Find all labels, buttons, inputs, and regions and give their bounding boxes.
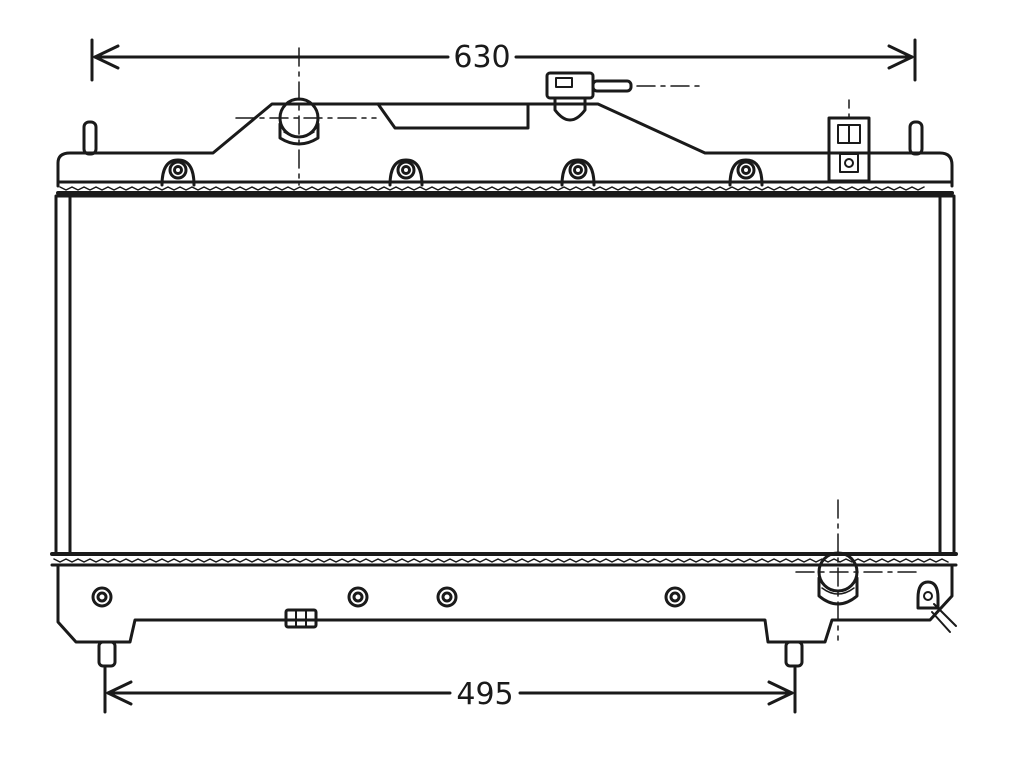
bottom-sensor-plug	[284, 608, 318, 629]
top-bolt-boss	[560, 158, 596, 187]
filler-cap	[545, 71, 595, 100]
bottom-bolt-hole	[436, 586, 458, 608]
top-tank-crimp	[59, 186, 925, 191]
inlet-pipe	[235, 47, 377, 186]
core-outline	[54, 194, 956, 556]
width-dimension-label: 630	[453, 40, 510, 75]
radiator-core	[54, 194, 956, 556]
bottom-tank-crimp	[53, 558, 949, 563]
top-right-mounting-pin	[908, 120, 924, 156]
top-tank-inner-ridge	[376, 102, 530, 130]
top-bolt-boss	[728, 158, 764, 187]
top-tank	[56, 102, 954, 195]
bottom-dimension	[103, 666, 797, 714]
outlet-pipe	[795, 499, 919, 641]
filler-neck-base	[553, 96, 587, 122]
top-dimension	[90, 38, 917, 82]
top-left-mounting-pin	[82, 120, 98, 156]
bottom-tank	[50, 552, 958, 668]
top-dimension-right-arrow	[887, 44, 914, 70]
overflow-nipple	[591, 79, 633, 93]
top-dimension-left-arrow	[93, 44, 120, 70]
drain-valve	[916, 580, 957, 633]
bottom-right-mounting-pin	[784, 640, 804, 668]
bottom-left-mounting-pin	[97, 640, 117, 668]
bottom-bolt-hole	[91, 586, 113, 608]
bottom-dimension-right-arrow	[767, 680, 794, 706]
top-bolt-boss	[160, 158, 196, 187]
bottom-dimension-left-arrow	[106, 680, 133, 706]
top-tank-outline	[56, 102, 954, 188]
sensor-bracket	[827, 99, 871, 183]
bottom-bolt-hole	[347, 586, 369, 608]
bottom-tank-outline	[56, 564, 954, 644]
height-dimension-label: 495	[456, 677, 513, 712]
top-bolt-boss	[388, 158, 424, 187]
filler-neck	[545, 71, 703, 122]
bottom-bolt-hole	[664, 586, 686, 608]
